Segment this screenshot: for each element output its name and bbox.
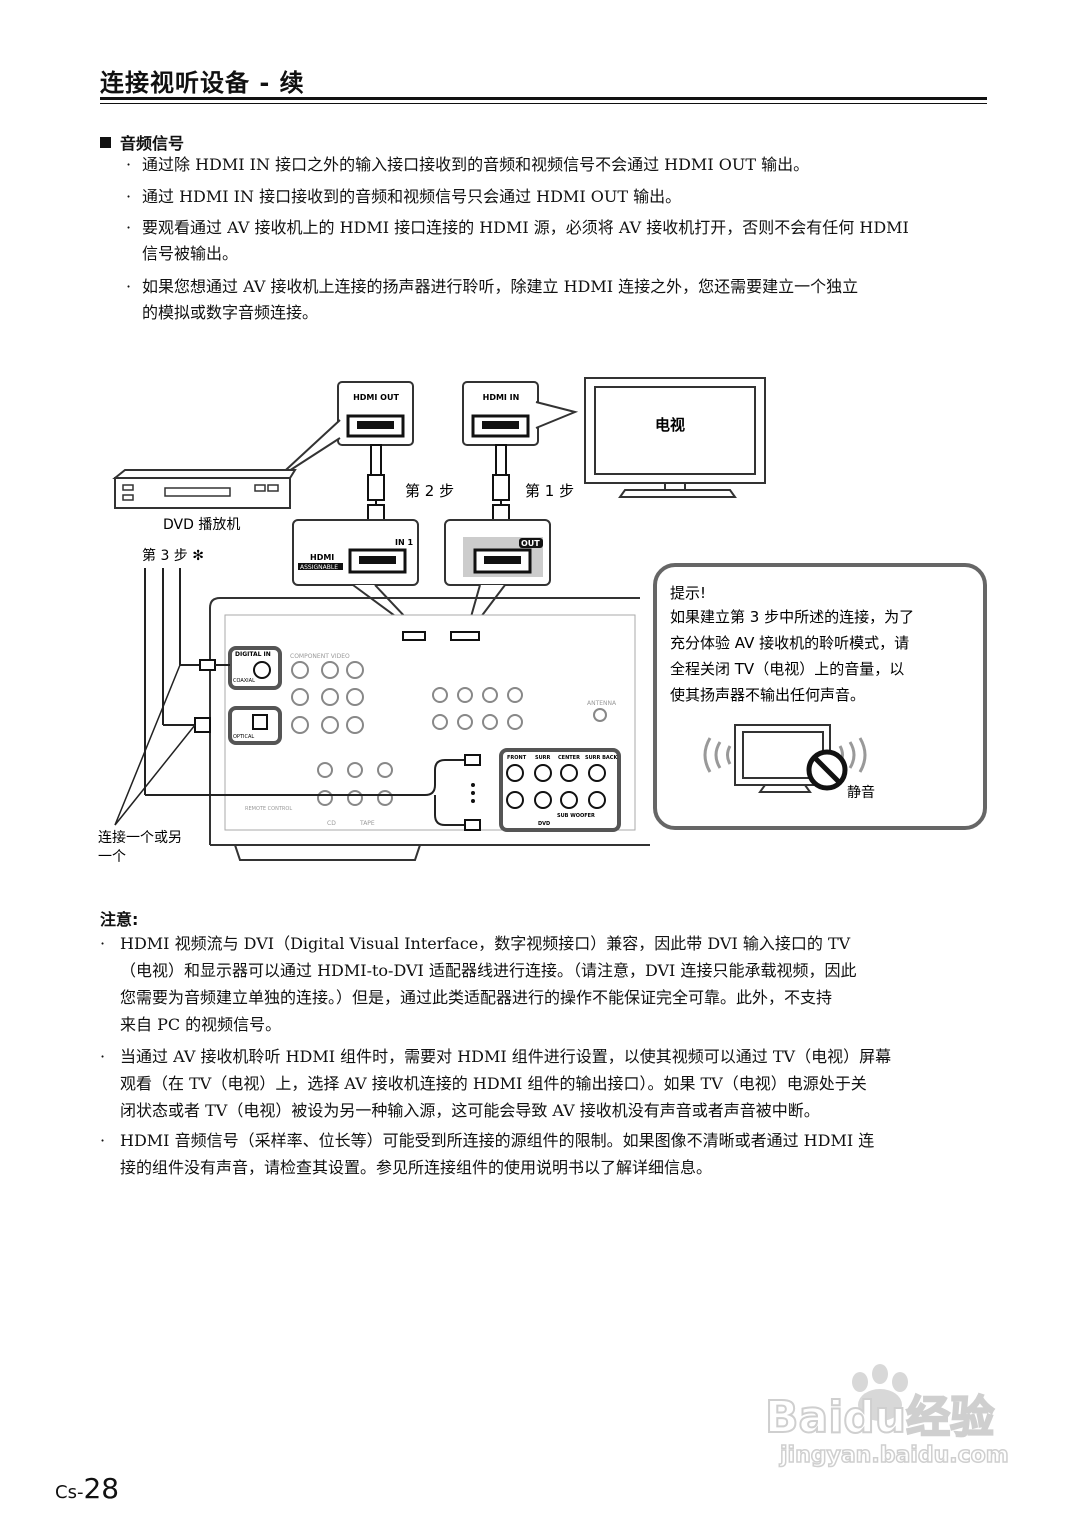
square-bullet-icon (100, 137, 111, 148)
dvd-player-icon (112, 469, 297, 509)
bullet-item: · 如果您想通过 AV 接收机上连接的扬声器进行聆听，除建立 HDMI 连接之外… (126, 274, 966, 326)
speaker-surr-label: SURR (535, 755, 551, 761)
speaker-surr-back-label: SURR BACK (585, 755, 618, 761)
muted-tv-icon (703, 724, 867, 793)
bullet-text: 的模拟或数字音频连接。 (142, 303, 319, 322)
bullet-dot: · (126, 187, 132, 206)
note-item: · HDMI 视频流与 DVI（Digital Visual Interface… (100, 930, 970, 1038)
audio-cables (114, 568, 481, 831)
sub-woofer-label: SUB WOOFER (557, 813, 595, 819)
title-rule-thin (100, 103, 987, 104)
component-video-label: COMPONENT VIDEO (290, 653, 350, 660)
bullet-item: · 通过除 HDMI IN 接口之外的输入接口接收到的音频和视频信号不会通过 H… (126, 152, 966, 178)
assignable-label: ASSIGNABLE (300, 564, 338, 571)
bullet-dot: · (100, 934, 106, 953)
page-title: 连接视听设备 - 续 (100, 69, 305, 97)
tape-label: TAPE (359, 820, 375, 827)
tv-icon: 电视 (584, 377, 766, 498)
connect-either-line2: 一个 (98, 849, 126, 865)
mute-label: 静音 (847, 784, 875, 801)
tip-line: 全程关闭 TV（电视）上的音量，以 (670, 660, 904, 678)
note-text: 闭状态或者 TV（电视）被设为另一种输入源，这可能会导致 AV 接收机没有声音或… (120, 1101, 820, 1120)
bullet-dot: · (126, 277, 132, 296)
bullet-dot: · (100, 1047, 106, 1066)
bullet-text: 通过 HDMI IN 接口接收到的音频和视频信号只会通过 HDMI OUT 输出… (142, 187, 682, 206)
note-text: 当通过 AV 接收机聆听 HDMI 组件时，需要对 HDMI 组件进行设置，以使… (120, 1047, 892, 1066)
coaxial-label: COAXIAL (233, 678, 255, 684)
dvd-player-label: DVD 播放机 (163, 517, 240, 533)
optical-label: OPTICAL (233, 734, 254, 740)
hdmi-in-callout: HDMI IN (462, 381, 579, 446)
note-text: 接的组件没有声音，请检查其设置。参见所连接组件的使用说明书以了解详细信息。 (120, 1158, 713, 1177)
speaker-front-label: FRONT (507, 755, 527, 761)
tv-label: 电视 (655, 416, 685, 434)
bullet-text: 通过除 HDMI IN 接口之外的输入接口接收到的音频和视频信号不会通过 HDM… (142, 155, 810, 174)
tip-box: 提示! 如果建立第 3 步中所述的连接，为了 充分体验 AV 接收机的聆听模式，… (653, 563, 987, 830)
connection-diagram: HDMI OUT HDMI IN 电视 第 2 步 第 1 步 (98, 377, 987, 865)
section-heading: 音频信号 (100, 130, 184, 154)
connect-either-line1: 连接一个或另 (98, 829, 182, 846)
tip-line: 如果建立第 3 步中所述的连接，为了 (670, 608, 914, 626)
note-text: 您需要为音频建立单独的连接。）但是，通过此类适配器进行的操作不能保证完全可靠。此… (120, 988, 833, 1007)
bullet-text: 要观看通过 AV 接收机上的 HDMI 接口连接的 HDMI 源，必须将 AV … (142, 218, 909, 237)
note-text: HDMI 视频流与 DVI（Digital Visual Interface，数… (120, 934, 851, 953)
bullet-dot: · (100, 1131, 106, 1150)
note-text: （电视）和显示器可以通过 HDMI-to-DVI 适配器线进行连接。（请注意，D… (120, 961, 857, 980)
bullet-dot: · (126, 155, 132, 174)
paw-icon (852, 1364, 908, 1421)
page-number: Cs-28 (55, 1472, 119, 1505)
note-item: · 当通过 AV 接收机聆听 HDMI 组件时，需要对 HDMI 组件进行设置，… (100, 1043, 970, 1124)
hdmi-in-label: HDMI IN (483, 393, 520, 402)
section-heading-text: 音频信号 (120, 134, 185, 153)
page-number-value: 28 (83, 1472, 120, 1505)
antenna-label: ANTENNA (587, 700, 617, 707)
note-text: 来自 PC 的视频信号。 (120, 1015, 282, 1034)
watermark-url: jingyan.baidu.com (779, 1443, 1009, 1468)
out-label: OUT (521, 539, 540, 548)
note-item: · HDMI 音频信号（采样率、位长等）可能受到所连接的源组件的限制。如果图像不… (100, 1127, 970, 1181)
note-text: HDMI 音频信号（采样率、位长等）可能受到所连接的源组件的限制。如果图像不清晰… (120, 1131, 875, 1150)
title-rule (100, 97, 987, 100)
tip-line: 充分体验 AV 接收机的聆听模式，请 (670, 634, 909, 652)
cd-label: CD (327, 820, 336, 827)
baidu-watermark: Baidu经验 jingyan.baidu.com (764, 1364, 1009, 1469)
bullet-text: 信号被输出。 (142, 244, 239, 263)
tip-line: 使其扬声器不输出任何声音。 (670, 686, 865, 704)
step2-label: 第 2 步 (405, 482, 454, 500)
bullet-item: · 通过 HDMI IN 接口接收到的音频和视频信号只会通过 HDMI OUT … (126, 184, 966, 210)
remote-control-label: REMOTE CONTROL (245, 806, 292, 812)
receiver-back-panel: COMPONENT VIDEO ANTENNA DIGITAL IN COAXI… (209, 597, 650, 861)
digital-in-label: DIGITAL IN (235, 651, 271, 658)
bullet-dot: · (126, 218, 132, 237)
hdmi-label: HDMI (310, 553, 334, 562)
notes-heading: 注意: (100, 910, 139, 929)
in1-label: IN 1 (395, 538, 413, 547)
bullet-text: 如果您想通过 AV 接收机上连接的扬声器进行聆听，除建立 HDMI 连接之外，您… (142, 277, 859, 296)
note-text: 观看（在 TV（电视）上，选择 AV 接收机连接的 HDMI 组件的输出接口）。… (120, 1074, 867, 1093)
tip-title: 提示! (670, 584, 706, 602)
bullet-item: · 要观看通过 AV 接收机上的 HDMI 接口连接的 HDMI 源，必须将 A… (126, 215, 966, 267)
step3-label: 第 3 步 ✻ (142, 547, 204, 564)
hdmi-out-label: HDMI OUT (353, 393, 399, 402)
watermark-brand: Baidu经验 (765, 1392, 994, 1443)
dvd-input-label: DVD (538, 821, 550, 827)
step1-label: 第 1 步 (525, 482, 574, 500)
speaker-center-label: CENTER (558, 755, 580, 761)
page-prefix: Cs- (55, 1482, 84, 1503)
hdmi-out-callout: HDMI OUT (274, 381, 414, 481)
